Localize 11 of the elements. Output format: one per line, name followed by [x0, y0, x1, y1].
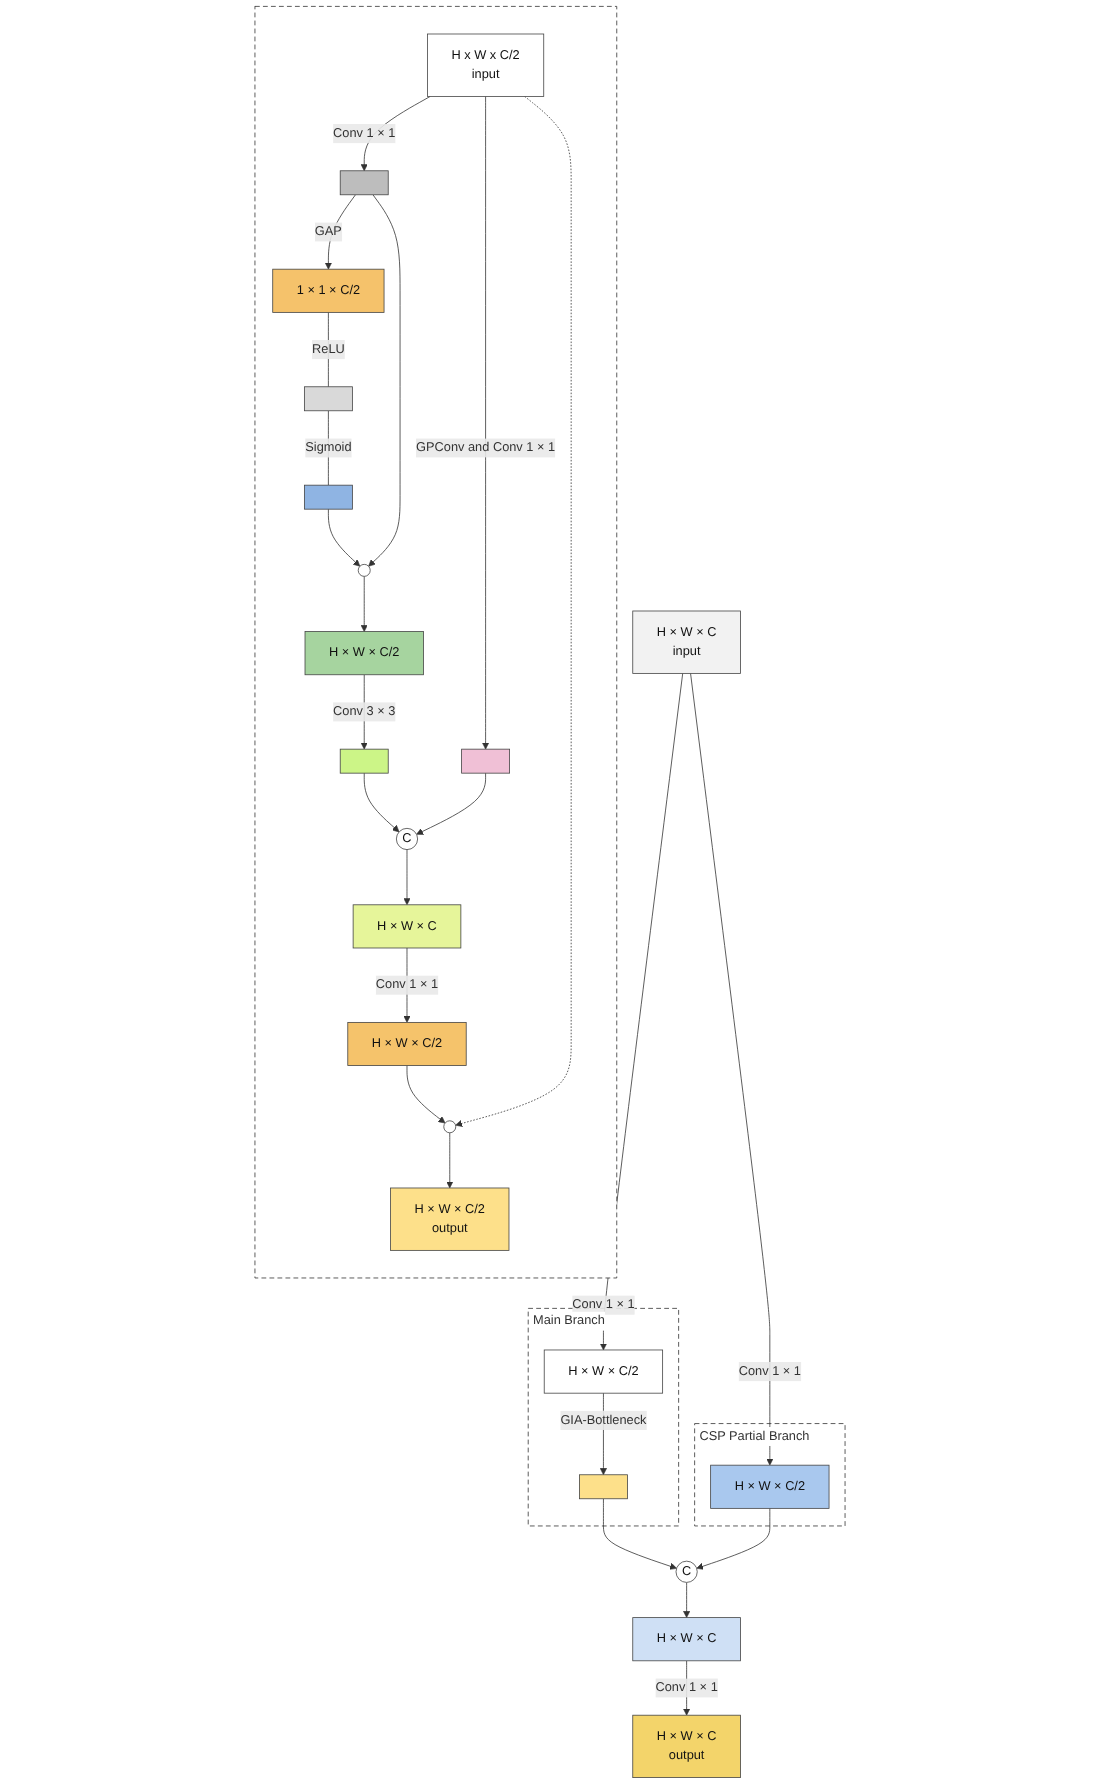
cluster [254, 6, 618, 1279]
node-box [461, 748, 510, 774]
node-circle [357, 563, 371, 577]
connector [328, 410, 329, 486]
node-circle [443, 1120, 457, 1134]
node-bar [304, 484, 353, 510]
node-box [579, 1474, 628, 1500]
node-bar [304, 386, 353, 412]
node-box [339, 170, 389, 196]
node-box [339, 748, 389, 774]
connector [328, 312, 329, 388]
